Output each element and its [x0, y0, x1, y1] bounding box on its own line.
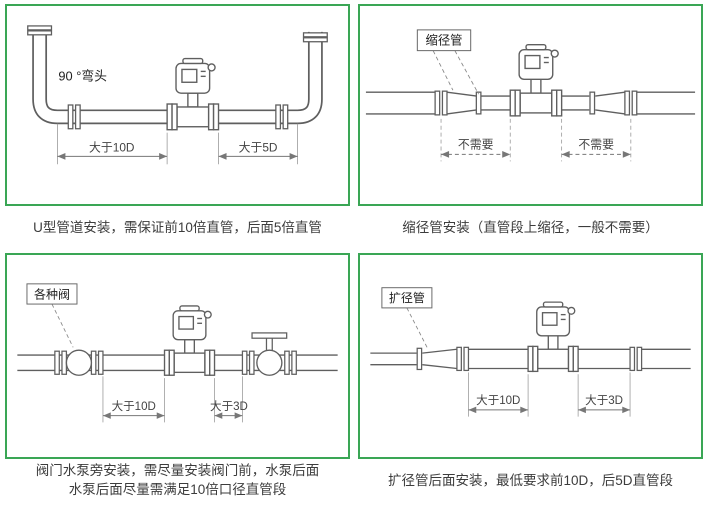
- panel-reducer-frame: 缩径管 不需要 不需要: [358, 4, 703, 206]
- panel-u-pipe: 90 °弯头 大于10D 大于5D U型管道安装，需保证前10倍直管，后面5倍直…: [5, 4, 350, 253]
- dimension-3d: 大于3D: [210, 376, 248, 423]
- dim-label: 大于10D: [89, 140, 134, 154]
- dim-label: 不需要: [578, 137, 614, 151]
- dimension-3d: 大于3D: [577, 372, 631, 417]
- flange: [475, 91, 482, 115]
- expander-pipe: [370, 348, 691, 370]
- part-label: 扩径管: [389, 290, 425, 305]
- caption-expander: 扩径管后面安装，最低要求前10D，后5D直管段: [387, 472, 674, 488]
- dimension-10d: 大于10D: [468, 372, 529, 417]
- dim-label: 不需要: [458, 137, 494, 151]
- flowmeter: [527, 301, 579, 372]
- flange: [416, 347, 423, 370]
- flange-pair: [629, 346, 643, 371]
- dim-label: 大于5D: [239, 140, 278, 154]
- panel-valve-frame: 各种阀 大于10D 大于3D: [5, 252, 350, 459]
- flange-pair: [624, 90, 638, 116]
- caption-valve: 阀门水泵旁安装，需尽量安装阀门前，水泵后面 水泵后面尽量需满足10倍口径直管段: [35, 462, 320, 498]
- flowmeter: [163, 305, 216, 376]
- panel-expander: 扩径管 大于10D 大于3D 扩径管后面安装，最低要求前10D，后5D直管段: [358, 252, 703, 506]
- reducer-diagram: 缩径管 不需要 不需要: [365, 29, 696, 162]
- panel-reducer: 缩径管 不需要 不需要 缩径管安装（直管段上缩径，一般不需要）: [358, 4, 703, 253]
- dim-label: 大于10D: [112, 399, 156, 413]
- elbow-label: 90 °弯头: [58, 68, 107, 83]
- part-callout-expander: 扩径管: [381, 287, 433, 350]
- flowmeter: [509, 44, 563, 117]
- caption-u-pipe: U型管道安装，需保证前10倍直管，后面5倍直管: [33, 219, 322, 235]
- ball-valve: [54, 349, 104, 376]
- valve-body: [256, 349, 283, 376]
- caption-reducer: 缩径管安装（直管段上缩径，一般不需要）: [402, 219, 659, 235]
- gate-valve: [241, 332, 297, 376]
- dimension-right-unneeded: 不需要: [561, 118, 632, 162]
- end-flange-right: [302, 32, 328, 38]
- panel-expander-frame: 扩径管 大于10D 大于3D: [358, 252, 703, 459]
- panel-valve: 各种阀 大于10D 大于3D 阀门水泵旁安装，需尽量安装阀门前，水泵后面 水泵后: [5, 252, 350, 506]
- part-label: 缩径管: [425, 33, 462, 48]
- u-pipe-diagram: 90 °弯头 大于10D 大于5D: [27, 21, 328, 165]
- dimension-5d: 大于5D: [218, 123, 298, 165]
- flange-pair: [434, 90, 448, 116]
- dimension-left-unneeded: 不需要: [440, 118, 511, 162]
- valve-diagram: 各种阀 大于10D 大于3D: [17, 283, 338, 423]
- expander-diagram: 扩径管 大于10D 大于3D: [370, 287, 691, 417]
- dimension-10d: 大于10D: [57, 123, 168, 165]
- dim-label: 大于3D: [210, 399, 248, 413]
- part-callout-reducer: 缩径管: [416, 29, 479, 95]
- part-callout-valves: 各种阀: [26, 283, 78, 348]
- dim-label: 大于10D: [476, 393, 520, 407]
- dimension-10d: 大于10D: [102, 376, 165, 423]
- dim-label: 大于3D: [585, 393, 623, 407]
- part-label: 各种阀: [34, 286, 70, 301]
- end-flange-left: [27, 25, 53, 31]
- reducer-pipe: [365, 91, 696, 115]
- flowmeter: [166, 57, 220, 131]
- flange: [589, 91, 596, 115]
- valve-handle: [251, 332, 288, 339]
- panel-u-pipe-frame: 90 °弯头 大于10D 大于5D: [5, 4, 350, 206]
- flange-pair: [456, 346, 470, 371]
